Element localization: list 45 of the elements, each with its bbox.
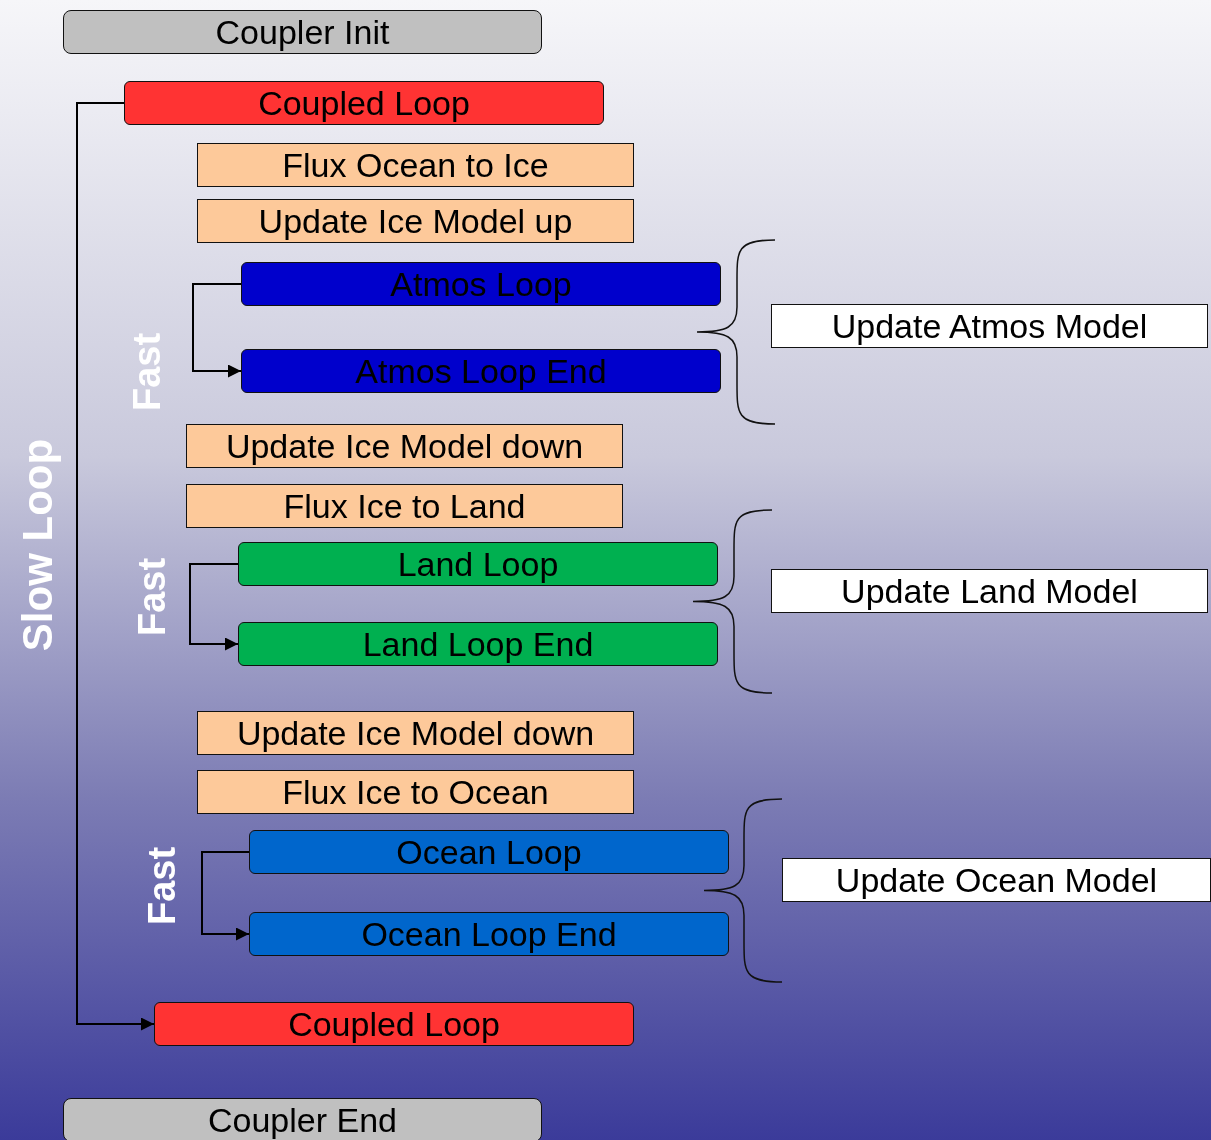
box-label: Update Ice Model down (225, 429, 584, 463)
box-label: Coupler Init (215, 15, 390, 49)
process-box (782, 858, 1211, 902)
arrow (76, 102, 155, 1031)
process-box (154, 1002, 634, 1046)
box-label: Update Atmos Model (831, 309, 1148, 343)
rotated-label: Fast (143, 846, 182, 926)
process-box (124, 81, 604, 125)
box-label: Flux Ice to Ocean (282, 775, 549, 809)
process-box (63, 1098, 542, 1140)
process-box (771, 304, 1208, 348)
process-box (249, 830, 729, 874)
box-label: Update Ice Model down (236, 716, 595, 750)
arrow (189, 563, 239, 651)
process-box (238, 622, 718, 666)
process-box (241, 349, 721, 393)
process-box (197, 711, 634, 755)
box-label: Atmos Loop (390, 267, 572, 301)
box-label: Coupled Loop (288, 1007, 500, 1041)
process-box (238, 542, 718, 586)
box-label: Flux Ocean to Ice (282, 148, 549, 182)
process-box (197, 770, 634, 814)
box-label: Ocean Loop (396, 835, 582, 869)
process-box (197, 143, 634, 187)
box-label: Coupled Loop (258, 86, 470, 120)
rotated-label: Fast (133, 557, 172, 637)
arrow (201, 851, 250, 941)
box-label: Update Ocean Model (835, 863, 1158, 897)
process-box (63, 10, 542, 54)
box-label: Update Ice Model up (258, 204, 573, 238)
process-box (186, 484, 623, 528)
box-label: Land Loop End (362, 627, 594, 661)
box-label: Flux Ice to Land (283, 489, 526, 523)
process-box (186, 424, 623, 468)
box-label: Coupler End (208, 1103, 397, 1137)
arrow (192, 283, 242, 378)
process-box (249, 912, 729, 956)
process-box (771, 569, 1208, 613)
process-box (241, 262, 721, 306)
box-label: Atmos Loop End (355, 354, 607, 388)
rotated-label: Slow Loop (17, 438, 60, 652)
process-box (197, 199, 634, 243)
box-label: Update Land Model (841, 574, 1138, 608)
box-label: Land Loop (397, 547, 559, 581)
box-label: Ocean Loop End (361, 917, 617, 951)
